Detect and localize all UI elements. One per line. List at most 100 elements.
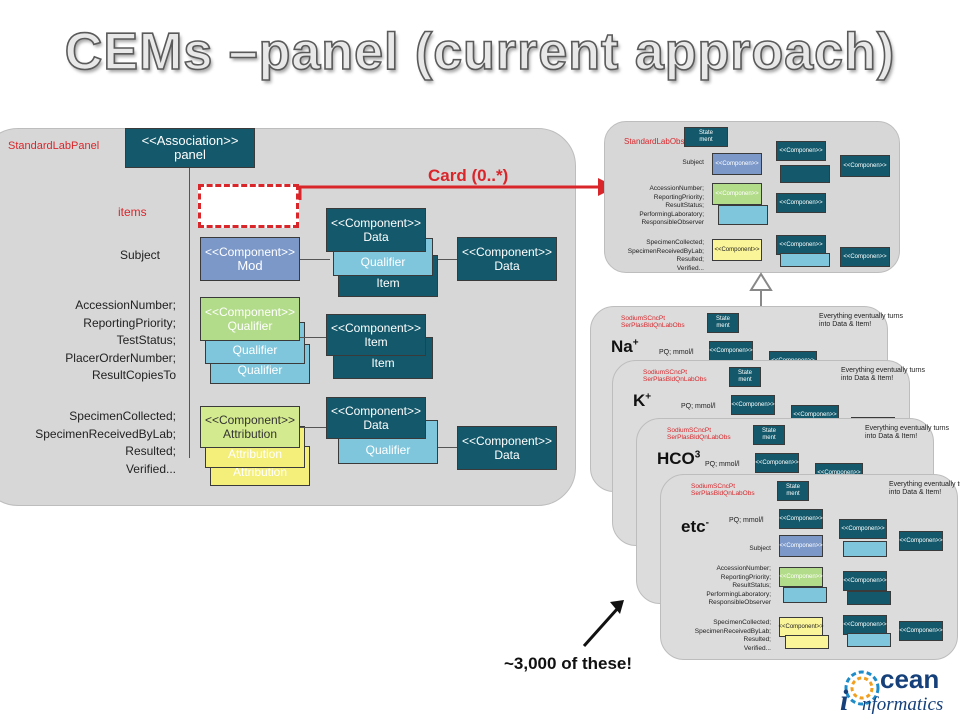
slide-title: CEMs –panel (current approach) [64,22,896,82]
mini-right-data-2: <<Componen>> [840,247,890,267]
logo-letter: i [840,684,849,717]
item-stereotype: <<Component>> [330,321,422,335]
cem-pq: PQ; mmol/l [705,461,740,468]
attribution-link-line [300,427,330,428]
cem-data-text: <<Componen>> [731,401,775,408]
mini-mod-text: <<Componen>> [715,160,759,167]
mini-state-label: State ment [698,130,713,143]
qualifier-link-line [300,337,330,338]
row-specimen-label: SpecimenCollected; SpecimenReceivedByLab… [35,409,176,476]
cem-block3: SpecimenCollected; SpecimenReceivedByLab… [694,619,771,652]
row-accession-label: AccessionNumber; ReportingPriority; Test… [65,298,176,382]
cem-qual-comp: <<Componen>> [779,567,823,587]
card-label: Card (0..*) [428,166,509,185]
attribution-label-b: Attribution [227,447,283,461]
logo-bottom-text: nformatics [862,694,944,715]
cem-item-text: <<Componen>> [843,577,887,584]
cem-symbol: Na+ [611,337,639,357]
cem-data-box-3: <<Componen>> [899,531,943,551]
cem-data-comp-4: <<Componen>> [843,615,887,635]
item-component-box: <<Component>> Item [326,314,426,356]
cem-data-box: <<Componen>> [779,509,823,529]
attribution-stereotype: <<Component>> [204,413,296,427]
count-label: ~3,000 of these! [504,654,633,673]
data-component-box-1: <<Component>> Data [326,208,426,252]
mini-panel-name: StandardLabObs [624,137,685,146]
cem-data-text-2: <<Componen>> [793,411,837,418]
cem-state-box: State ment [729,367,761,387]
mini-mod-box: <<Componen>> [712,153,762,175]
mini-attr-text: <<Component>> [714,246,760,253]
link-line-1 [438,259,458,260]
cem-symbol: HCO3 [657,449,700,469]
data-component-box-2: <<Component>> Data [457,237,557,281]
cem-symbol-sup: 3 [694,449,701,461]
cem-symbol: K+ [633,391,651,411]
data-stereotype-3: <<Component>> [330,404,422,418]
cem-data-box: <<Componen>> [709,341,753,361]
cem-data-box-2: <<Componen>> [839,519,887,539]
cem-symbol-text: HCO [657,449,695,468]
cem-mod-box: <<Componen>> [779,535,823,557]
cem-state-box: State ment [753,425,785,445]
mini-qual-text: <<Componen>> [715,190,759,197]
cem-data-comp-5: <<Componen>> [899,621,943,641]
cem-attr-text: <<Component>> [778,623,824,630]
cem-data-text-3: <<Componen>> [899,537,943,544]
attribution-component-box: <<Component>> Attribution [200,406,300,448]
cem-subject: Subject [749,545,771,552]
mini-right-text-2: <<Componen>> [843,253,887,260]
qualifier-label-2b: Qualifier [232,343,278,357]
attribution-label-c: Attribution [232,465,288,479]
panel-name-label: StandardLabPanel [8,140,100,152]
cem-data-text: <<Componen>> [709,347,753,354]
data-name-3: Data [363,418,389,432]
link-line-3 [438,447,458,448]
cem-qual-box [843,541,887,557]
qualifier-label-2c: Qualifier [237,363,283,377]
assoc-stereotype: <<Association>> [141,133,239,148]
cem-note: Everything eventually turns into Data & … [819,313,904,328]
cem-state-label: State ment [715,316,730,329]
cem-data-box: <<Componen>> [755,453,799,473]
mini-panel-content: StandardLabObs State ment Subject Access… [604,121,898,272]
cem-data-text: <<Componen>> [779,515,823,522]
mod-stereotype: <<Component>> [204,245,296,259]
cem-data-text-2: <<Componen>> [841,525,885,532]
cem-block2: AccessionNumber; ReportingPriority; Resu… [706,565,771,606]
cem-state-box: State ment [777,481,809,501]
items-label: items [118,205,147,219]
cem-item-comp: <<Componen>> [843,571,887,591]
cem-pq: PQ; mmol/l [729,517,764,524]
cem-code: SodiumSCncPt SerPlasBldQnLabObs [643,369,707,383]
cem-data-text: <<Componen>> [755,459,799,466]
cem-symbol-text: Na [611,337,633,356]
cem-code: SodiumSCncPt SerPlasBldQnLabObs [667,427,731,441]
cem-note: Everything eventually turns into Data & … [865,425,950,440]
mini-qual-back [718,205,768,225]
cem-attr-back [785,635,829,649]
cem-symbol-sup: - [705,517,709,529]
assoc-name: panel [174,147,206,162]
mini-right-text-1: <<Componen>> [843,162,887,169]
data-stereotype-4: <<Component>> [461,434,553,448]
cem-symbol-text: K [633,391,646,410]
card-arrow [298,178,616,200]
cem-note: Everything eventually turns into Data & … [841,367,926,382]
mini-data-text-2: <<Componen>> [779,241,823,248]
ocean-informatics-logo: i cean nformatics [836,664,960,720]
cem-code: SodiumSCncPt SerPlasBldQnLabObs [621,315,685,329]
item-label-2b: Item [371,356,395,370]
mini-item-box-2: <<Componen>> [776,193,826,213]
mini-state-box: State ment [684,127,728,147]
items-placeholder-box [198,184,299,228]
row-subject-label: Subject [119,248,160,262]
cem-data-text-2: <<Componen>> [817,469,861,476]
mod-name: Mod [237,258,263,273]
mod-link-line [300,259,330,260]
cem-data-box: <<Componen>> [731,395,775,415]
qualifier-component-box: <<Component>> Qualifier [200,297,300,341]
item-label-1: Item [376,276,400,290]
cem-symbol: etc- [681,517,709,537]
qualifier-name: Qualifier [227,319,273,333]
